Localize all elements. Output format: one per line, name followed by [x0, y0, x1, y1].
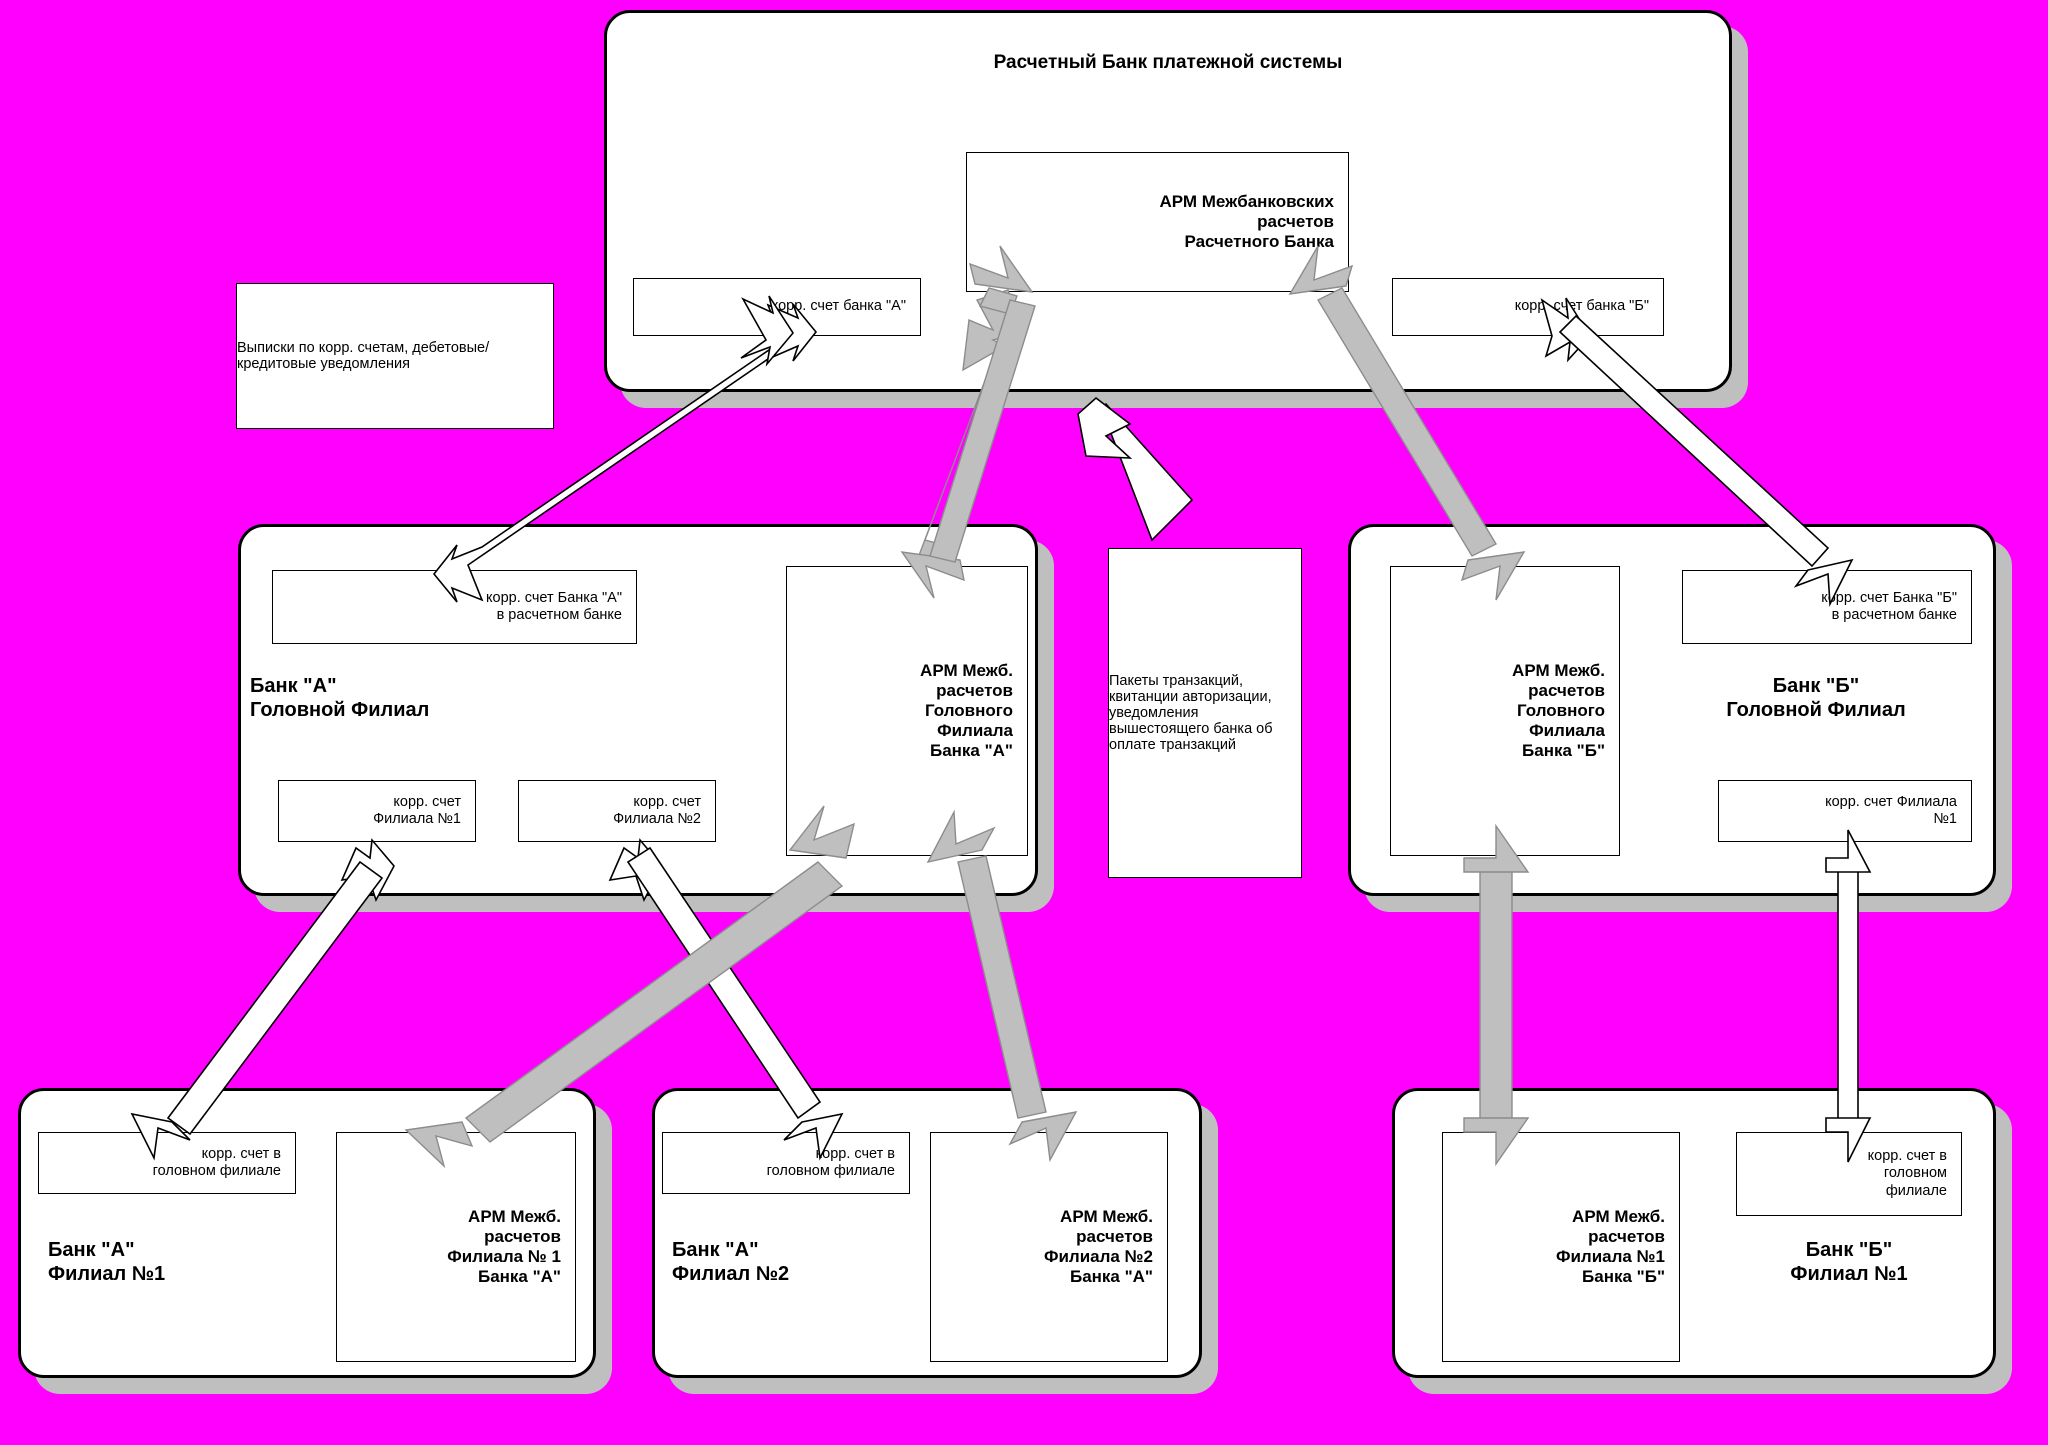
bank-a-head-corr-branch1-label: корр. счет Филиала №1 — [373, 793, 461, 827]
bank-b-head-arm-label: АРМ Межб. расчетов Головного Филиала Бан… — [1512, 660, 1605, 761]
note-packets-label: Пакеты транзакций, квитанции авторизации… — [1109, 673, 1273, 753]
bank-a-branch2-corr-head-box[interactable]: корр. счет в головном филиале — [662, 1132, 910, 1194]
settlement-corr-account-a-label: корр. счет банка "А" — [771, 298, 906, 315]
note-statements-label: Выписки по корр. счетам, дебетовые/креди… — [237, 340, 490, 372]
bank-a-branch2-corr-head-label: корр. счет в головном филиале — [766, 1145, 895, 1179]
bank-a-branch1-title: Банк "А" Филиал №1 — [48, 1239, 166, 1285]
bank-b-branch1-title: Банк "Б" Филиал №1 — [1790, 1239, 1908, 1285]
bank-b-head-corr-settlement-label: корр. счет Банка "Б" в расчетном банке — [1821, 589, 1957, 623]
bank-b-head-arm-box[interactable]: АРМ Межб. расчетов Головного Филиала Бан… — [1390, 566, 1620, 856]
settlement-bank-title: Расчетный Банк платежной системы — [993, 52, 1343, 73]
settlement-corr-account-b-box[interactable]: корр. счет банка "Б" — [1392, 278, 1664, 336]
bank-a-branch1-arm-box[interactable]: АРМ Межб. расчетов Филиала № 1 Банка "А" — [336, 1132, 576, 1362]
bank-a-head-arm-box[interactable]: АРМ Межб. расчетов Головного Филиала Бан… — [786, 566, 1028, 856]
bank-b-head-corr-settlement-box[interactable]: корр. счет Банка "Б" в расчетном банке — [1682, 570, 1972, 644]
bank-b-branch1-arm-box[interactable]: АРМ Межб. расчетов Филиала №1 Банка "Б" — [1442, 1132, 1680, 1362]
settlement-corr-account-b-label: корр. счет банка "Б" — [1514, 298, 1649, 315]
note-statements-box: Выписки по корр. счетам, дебетовые/креди… — [236, 283, 554, 429]
bank-a-branch1-corr-head-box[interactable]: корр. счет в головном филиале — [38, 1132, 296, 1194]
bank-b-head-corr-branch1-box[interactable]: корр. счет Филиала №1 — [1718, 780, 1972, 842]
bank-a-head-corr-branch1-box[interactable]: корр. счет Филиала №1 — [278, 780, 476, 842]
bank-a-branch2-title: Банк "А" Филиал №2 — [672, 1239, 790, 1285]
bank-a-head-arm-label: АРМ Межб. расчетов Головного Филиала Бан… — [920, 660, 1013, 761]
bank-a-branch1-arm-label: АРМ Межб. расчетов Филиала № 1 Банка "А" — [447, 1206, 561, 1287]
bank-a-branch2-arm-label: АРМ Межб. расчетов Филиала №2 Банка "А" — [1043, 1206, 1153, 1287]
bank-b-branch1-corr-head-label: корр. счет в головном филиале — [1867, 1148, 1947, 1199]
bank-a-branch2-arm-box[interactable]: АРМ Межб. расчетов Филиала №2 Банка "А" — [930, 1132, 1168, 1362]
bank-a-head-corr-settlement-box[interactable]: корр. счет Банка "А" в расчетном банке — [272, 570, 637, 644]
settlement-corr-account-a-box[interactable]: корр. счет банка "А" — [633, 278, 921, 336]
settlement-arm-label: АРМ Межбанковских расчетов Расчетного Ба… — [1159, 191, 1334, 252]
bank-a-head-corr-branch2-box[interactable]: корр. счет Филиала №2 — [518, 780, 716, 842]
bank-b-head-corr-branch1-label: корр. счет Филиала №1 — [1825, 793, 1957, 827]
arrow-packets-note-pointer — [1077, 396, 1194, 542]
bank-a-head-title: Банк "А" Головной Филиал — [250, 675, 430, 721]
bank-a-branch1-corr-head-label: корр. счет в головном филиале — [152, 1145, 281, 1179]
bank-b-branch1-corr-head-box[interactable]: корр. счет в головном филиале — [1736, 1132, 1962, 1216]
bank-a-head-corr-branch2-label: корр. счет Филиала №2 — [613, 793, 701, 827]
bank-b-head-title: Банк "Б" Головной Филиал — [1726, 675, 1906, 721]
settlement-arm-box[interactable]: АРМ Межбанковских расчетов Расчетного Ба… — [966, 152, 1349, 292]
bank-a-head-corr-settlement-label: корр. счет Банка "А" в расчетном банке — [486, 589, 622, 623]
note-packets-box: Пакеты транзакций, квитанции авторизации… — [1108, 548, 1302, 878]
bank-b-branch1-arm-label: АРМ Межб. расчетов Филиала №1 Банка "Б" — [1555, 1206, 1665, 1287]
